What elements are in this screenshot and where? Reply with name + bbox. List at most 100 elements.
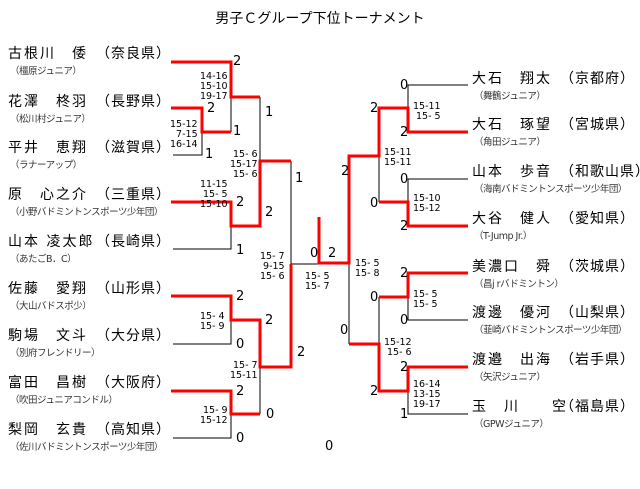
- player-name: 美濃口 舜: [472, 259, 552, 275]
- game-score: 15-12: [170, 119, 198, 130]
- player-club: （海南バドミントンスポーツ少年団）: [474, 184, 627, 195]
- game-score: 15- 6: [260, 271, 285, 282]
- round-result: 2: [236, 289, 245, 304]
- round-result: 1: [233, 124, 242, 139]
- game-score: 15- 7: [233, 360, 258, 371]
- round-result: 2: [265, 205, 274, 220]
- player-prefecture: （滋賀県）: [96, 140, 171, 156]
- round-result: 0: [236, 337, 245, 352]
- round-result: 1: [265, 105, 274, 120]
- round-result: 2: [400, 266, 409, 281]
- round-result: 0: [340, 323, 349, 338]
- round-result: 2: [236, 384, 245, 399]
- round-result: 0: [400, 78, 409, 93]
- game-score: 19-17: [413, 399, 441, 410]
- player-name: 梨岡 玄貴: [8, 422, 88, 438]
- player-name: 山本 凌太郎: [8, 234, 95, 250]
- game-score: 15- 5: [413, 299, 438, 310]
- round-result: 2: [400, 360, 409, 375]
- game-score: 16-14: [413, 379, 441, 390]
- round-result: 1: [236, 243, 245, 258]
- player-club: （小野バドミントンスポーツ少年団）: [10, 207, 163, 218]
- game-score: 15- 5: [305, 271, 330, 282]
- player-prefecture: （茨城県）: [560, 259, 635, 275]
- player-club: （角田ジュニア）: [474, 137, 546, 148]
- player-club: （佐川バドミントンスポーツ少年団）: [10, 442, 163, 453]
- game-score: 15- 5: [413, 289, 438, 300]
- player-club: （別府フレンドリー）: [10, 348, 101, 359]
- round-result: 2: [328, 246, 337, 261]
- round-result: 2: [297, 345, 306, 360]
- game-score: 13-15: [413, 389, 441, 400]
- game-score: 15-11: [384, 157, 412, 168]
- player-name: 大石 琢望: [472, 117, 552, 133]
- game-score: 14-16: [200, 71, 228, 82]
- round-result: 2: [265, 313, 274, 328]
- round-result: 1: [295, 171, 304, 186]
- round-result: 0: [310, 246, 319, 261]
- round-result: 0: [236, 431, 245, 446]
- game-score: 15- 6: [387, 347, 412, 358]
- game-score: 9-15: [263, 261, 285, 272]
- round-result: 0: [400, 313, 409, 328]
- game-score: 7-15: [176, 129, 198, 140]
- player-prefecture: （大分県）: [96, 328, 171, 344]
- player-name: 渡邊 優河: [472, 305, 552, 321]
- player-club: （松川村ジュニア）: [10, 114, 91, 125]
- game-score: 15- 7: [260, 251, 285, 262]
- player-prefecture: （福島県）: [560, 399, 635, 415]
- game-score: 15-11: [384, 147, 412, 158]
- game-score: 15- 9: [203, 405, 228, 416]
- game-score: 15- 4: [200, 311, 225, 322]
- player-name: 玉 川 空: [472, 399, 568, 415]
- player-name: 駒場 文斗: [8, 328, 88, 344]
- player-club: （大山バドスポ少）: [10, 301, 92, 312]
- game-score: 15-11: [413, 101, 441, 112]
- player-prefecture: （高知県）: [96, 422, 171, 438]
- game-score: 15-10: [413, 193, 441, 204]
- player-prefecture: （宮城県）: [560, 117, 635, 133]
- game-score: 11-15: [200, 179, 228, 190]
- round-result: 0: [325, 439, 334, 454]
- round-result: 2: [370, 384, 379, 399]
- game-score: 15-11: [230, 370, 258, 381]
- round-result: 0: [370, 196, 379, 211]
- player-name: 古根川 倭: [8, 46, 88, 62]
- game-score: 16-14: [170, 139, 198, 150]
- player-club: （韮崎バドミントンスポーツ少年団）: [474, 325, 627, 336]
- round-result: 2: [207, 101, 216, 116]
- player-name: 花澤 柊羽: [8, 94, 88, 110]
- player-name: 渡邉 出海: [472, 352, 552, 368]
- game-score: 15-10: [200, 199, 228, 210]
- player-club: （舞鶴ジュニア）: [474, 91, 546, 102]
- player-club: （橿原ジュニア）: [10, 66, 82, 77]
- game-score: 15-12: [200, 415, 228, 426]
- player-name: 富田 昌樹: [8, 375, 88, 391]
- player-name: 佐藤 愛翔: [8, 281, 88, 297]
- player-club: （昌j rバドミントン）: [474, 279, 564, 290]
- player-prefecture: （岩手県）: [560, 352, 635, 368]
- game-score: 15- 6: [233, 149, 258, 160]
- player-club: （吹田ジュニアコンドル）: [10, 395, 118, 406]
- player-prefecture: （奈良県）: [96, 46, 171, 62]
- game-score: 15-12: [413, 203, 441, 214]
- player-prefecture: （山梨県）: [560, 305, 635, 321]
- player-prefecture: （愛知県）: [560, 211, 635, 227]
- round-result: 1: [400, 407, 409, 422]
- player-prefecture: （長野県）: [96, 94, 171, 110]
- player-club: （GPWジュニア）: [474, 419, 549, 430]
- round-result: 2: [236, 195, 245, 210]
- game-score: 15- 7: [305, 281, 330, 292]
